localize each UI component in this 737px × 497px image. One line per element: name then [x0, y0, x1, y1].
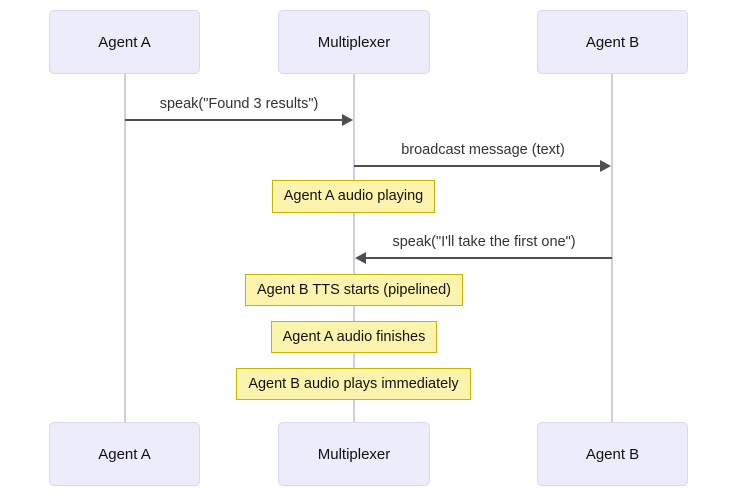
actor-label-bottom-agent-b: Agent B [585, 445, 640, 463]
note-b-tts-starts: Agent B TTS starts (pipelined) [245, 274, 463, 306]
lifeline-agent-b [611, 74, 613, 422]
actor-label-bottom-agent-a: Agent A [98, 445, 151, 463]
actor-box-top-multiplexer[interactable]: Multiplexer [278, 10, 430, 74]
message-line-speak-found [125, 119, 345, 121]
actor-box-bottom-agent-b[interactable]: Agent B [537, 422, 688, 486]
actor-label-bottom-multiplexer: Multiplexer [317, 445, 391, 463]
message-label-speak-take-first: speak("I'll take the first one") [392, 234, 576, 250]
note-b-audio-plays: Agent B audio plays immediately [236, 368, 471, 400]
message-line-broadcast [354, 165, 602, 167]
arrow-head-speak-found [342, 114, 353, 126]
note-a-audio-playing: Agent A audio playing [272, 180, 435, 213]
actor-box-bottom-agent-a[interactable]: Agent A [49, 422, 200, 486]
actor-box-top-agent-b[interactable]: Agent B [537, 10, 688, 74]
actor-box-top-agent-a[interactable]: Agent A [49, 10, 200, 74]
note-label-b-tts-starts: Agent B TTS starts (pipelined) [257, 281, 451, 298]
note-label-b-audio-plays: Agent B audio plays immediately [248, 375, 459, 392]
note-label-a-audio-finishes: Agent A audio finishes [282, 328, 426, 345]
message-label-broadcast: broadcast message (text) [401, 142, 565, 158]
actor-label-agent-a: Agent A [98, 33, 151, 51]
note-a-audio-finishes: Agent A audio finishes [271, 321, 437, 353]
message-label-speak-found: speak("Found 3 results") [159, 96, 319, 112]
lifeline-agent-a [124, 74, 126, 422]
lifeline-multiplexer [353, 74, 355, 422]
actor-label-agent-b: Agent B [585, 33, 640, 51]
actor-box-bottom-multiplexer[interactable]: Multiplexer [278, 422, 430, 486]
note-label-a-audio-playing: Agent A audio playing [283, 188, 424, 205]
actor-label-multiplexer: Multiplexer [317, 33, 391, 51]
arrow-head-broadcast [600, 160, 611, 172]
arrow-head-speak-take-first [355, 252, 366, 264]
message-line-speak-take-first [366, 257, 612, 259]
